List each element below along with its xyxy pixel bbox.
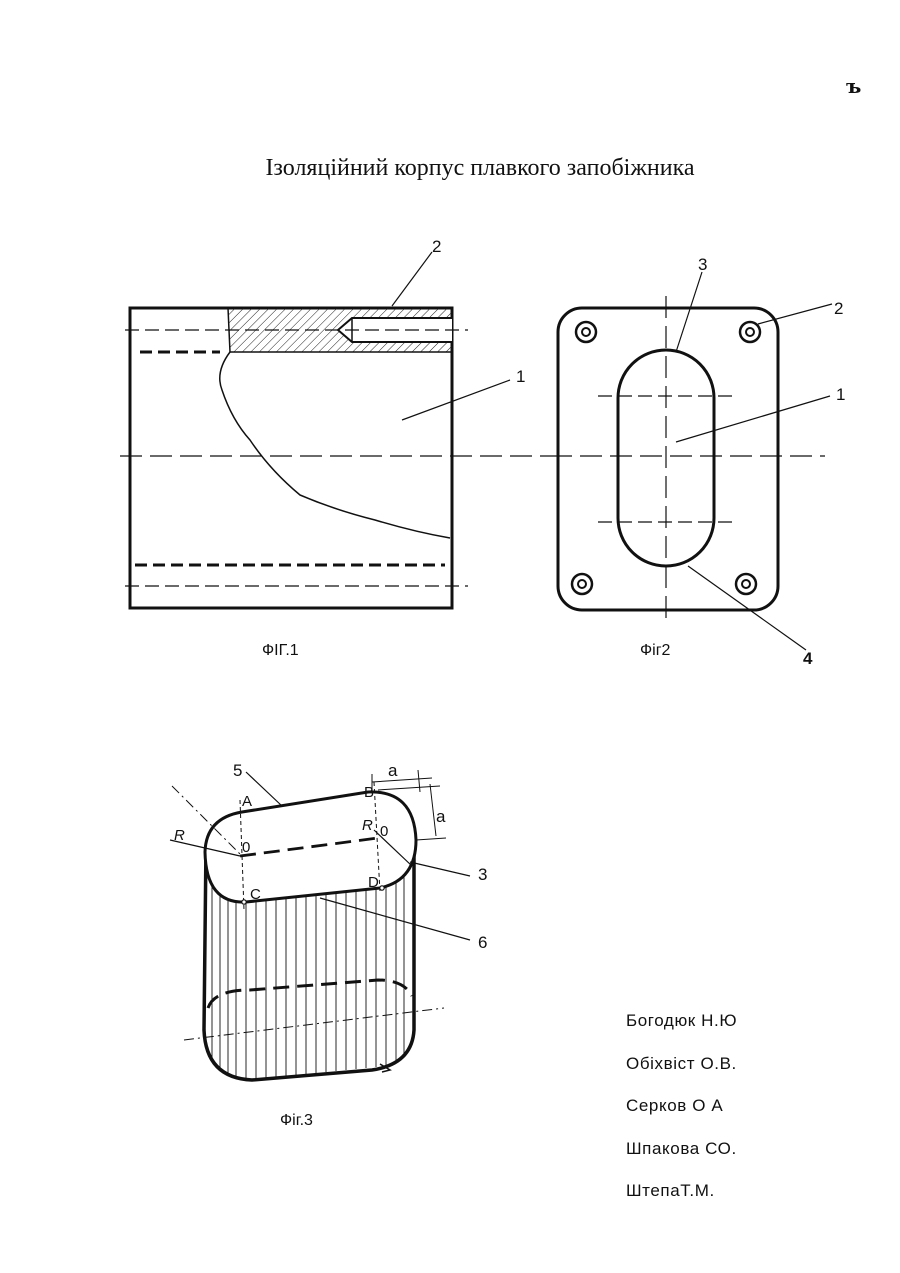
fig3-label-5: 5 — [233, 761, 242, 780]
fig3-center-left: 0 — [242, 839, 250, 856]
figure-1-caption: ФІГ.1 — [262, 642, 299, 660]
fig1-label-2: 2 — [432, 237, 441, 256]
figure-2-end-view — [550, 272, 832, 650]
author-name: Шпакова СО. — [626, 1136, 737, 1179]
authors-list: Богодюк Н.Ю Обіхвіст О.В. Серков О А Шпа… — [626, 1008, 737, 1221]
figure-3-caption: Фіг.3 — [280, 1112, 313, 1130]
fig3-center-right: 0 — [380, 823, 388, 840]
fig3-radius-right: R — [362, 817, 373, 834]
fig2-label-3: 3 — [698, 255, 707, 274]
figure-3-isometric — [170, 770, 470, 1080]
fig3-dimension-a-side: a — [436, 807, 446, 826]
figure-2-caption: Фіг2 — [640, 642, 670, 660]
author-name: ШтепаТ.М. — [626, 1178, 737, 1221]
fig3-point-d: D — [368, 874, 379, 891]
fig2-label-2: 2 — [834, 299, 843, 318]
author-name: Богодюк Н.Ю — [626, 1008, 737, 1051]
author-name: Обіхвіст О.В. — [626, 1051, 737, 1094]
fig3-point-b: B — [364, 784, 374, 801]
figure-1-side-view — [120, 252, 550, 608]
fig2-label-1: 1 — [836, 385, 845, 404]
fig2-label-4: 4 — [803, 649, 813, 668]
fig3-dimension-a-top: a — [388, 761, 398, 780]
fig1-label-1: 1 — [516, 367, 525, 386]
fig3-radius-left: R — [174, 827, 185, 844]
fig3-point-a: A — [242, 793, 252, 810]
fig3-point-c: C — [250, 886, 261, 903]
fig3-label-6: 6 — [478, 933, 487, 952]
author-name: Серков О А — [626, 1093, 737, 1136]
fig3-label-3: 3 — [478, 865, 487, 884]
